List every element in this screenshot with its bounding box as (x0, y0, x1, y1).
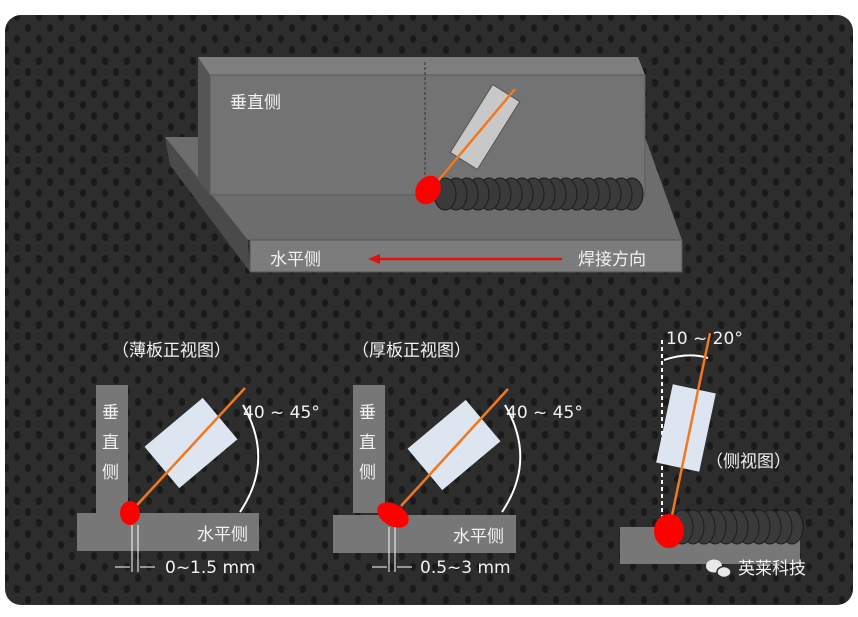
thick-caption: （厚板正视图） (352, 341, 471, 361)
horizontal-plate (77, 513, 259, 551)
svg-text:英莱科技: 英莱科技 (738, 559, 806, 579)
vertical-plate (96, 385, 128, 513)
thin-caption: （薄板正视图） (112, 341, 231, 361)
arc-spot (377, 502, 409, 528)
angle-arc (501, 404, 522, 513)
horizontal-side-label: 水平侧 (270, 250, 321, 270)
angle-label: 10 ~ 20° (666, 329, 743, 349)
svg-text:侧: 侧 (102, 463, 119, 483)
vertical-plate-top (198, 57, 645, 75)
angle-label: 40 ~ 45° (243, 403, 320, 423)
svg-text:垂: 垂 (359, 403, 376, 423)
horizontal-plate (333, 515, 516, 553)
wechat-icon (706, 559, 732, 579)
vertical-plate-front (209, 74, 646, 196)
watermark: 英莱科技 (706, 559, 806, 579)
gap-label: 0~1.5 mm (165, 558, 256, 578)
svg-text:侧: 侧 (359, 463, 376, 483)
weld-bead (670, 509, 804, 545)
thin-plate-view: （薄板正视图） 垂 直 侧 水平侧 40 ~ 45° 0~1.5 mm (77, 341, 320, 578)
svg-text:直: 直 (359, 433, 376, 453)
svg-text:直: 直 (102, 433, 119, 453)
side-view: 10 ~ 20° （侧视图） (620, 329, 804, 564)
angle-label: 40 ~ 45° (506, 403, 583, 423)
welding-wire (136, 387, 246, 506)
weld-bead (433, 177, 644, 211)
welding-wire (668, 332, 712, 526)
side-caption: （侧视图） (706, 452, 791, 472)
arc-spot (120, 501, 140, 525)
top-3d-view: 垂直侧 水平侧 焊接方向 (165, 57, 683, 273)
welding-wire (431, 88, 516, 189)
angle-arc (239, 404, 260, 513)
torch-nozzle (656, 384, 716, 472)
horizontal-plate-front (249, 239, 683, 273)
welding-wire (400, 388, 509, 507)
svg-text:水平侧: 水平侧 (197, 525, 248, 545)
arc-spot (654, 514, 684, 548)
vertical-plate (353, 385, 385, 513)
thick-plate-view: （厚板正视图） 垂 直 侧 水平侧 40 ~ 45° 0.5~3 mm (333, 341, 583, 578)
gap-label: 0.5~3 mm (420, 558, 511, 578)
vertical-side-label: 垂直侧 (230, 93, 281, 113)
svg-text:垂: 垂 (102, 403, 119, 423)
arc-spot (415, 175, 441, 205)
welding-direction-label: 焊接方向 (578, 250, 646, 270)
svg-text:水平侧: 水平侧 (453, 527, 504, 547)
